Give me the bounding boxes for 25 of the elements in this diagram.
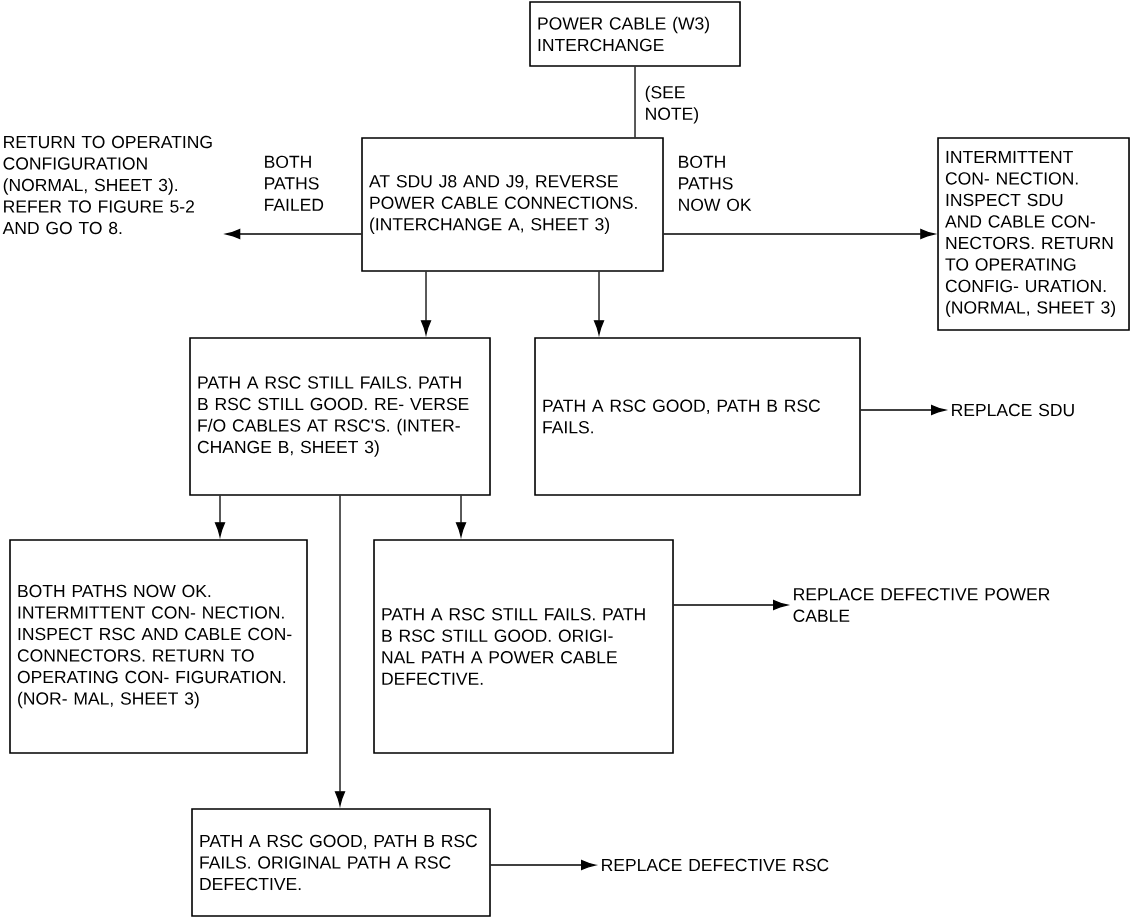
edge-label: BOTH PATHS FAILED [265,155,324,211]
process-box: POWER CABLE (W3) INTERCHANGE [529,1,741,67]
arrow [214,495,226,537]
process-box: BOTH PATHS NOW OK. INTERMITTENT CON- NECTION. INSPECT RSC AND CABLE CON- CONNECTORS. RETURN TO OPERATING CON- FIGURATION. (NOR- MAL, SHEET 3) [9,539,308,754]
outcome-text: REPLACE DEFECTIVE POWER CABLE [793,588,1050,622]
arrow [860,404,946,416]
process-box: PATH A RSC STILL FAILS. PATH B RSC STILL GOOD. ORIGI- NAL PATH A POWER CABLE DEFECTIVE. [373,539,674,754]
outcome-text: RETURN TO OPERATING CONFIGURATION (NORMAL, SHEET 3). REFER TO FIGURE 5-2 AND GO TO 8. [2,135,212,235]
arrow [490,859,596,871]
arrow [420,271,432,335]
process-box: PATH A RSC GOOD, PATH B RSC FAILS. [534,337,861,496]
arrow [593,271,605,335]
arrow [334,495,346,806]
edge-label: (SEE NOTE) [645,85,698,124]
process-box: PATH A RSC GOOD, PATH B RSC FAILS. ORIGINAL PATH A RSC DEFECTIVE. [191,808,491,917]
arrow [455,495,467,537]
arrow [673,599,788,611]
edge-label: BOTH PATHS NOW OK [679,155,752,212]
arrow [663,228,935,240]
process-box: INTERMITTENT CON- NECTION. INSPECT SDU AND CABLE CON- NECTORS. RETURN TO OPERATING CONFIG- URATION. (NORMAL, SHEET 3) [937,137,1130,331]
outcome-text: REPLACE SDU [952,403,1074,417]
arrow [225,228,362,240]
outcome-text: REPLACE DEFECTIVE RSC [602,858,829,872]
process-box: AT SDU J8 AND J9, REVERSE POWER CABLE CONNECTIONS. (INTERCHANGE A, SHEET 3) [361,137,664,272]
process-box: PATH A RSC STILL FAILS. PATH B RSC STILL GOOD. RE- VERSE F/O CABLES AT RSC'S. (INTER- CHANGE B, SHEET 3) [189,337,491,496]
